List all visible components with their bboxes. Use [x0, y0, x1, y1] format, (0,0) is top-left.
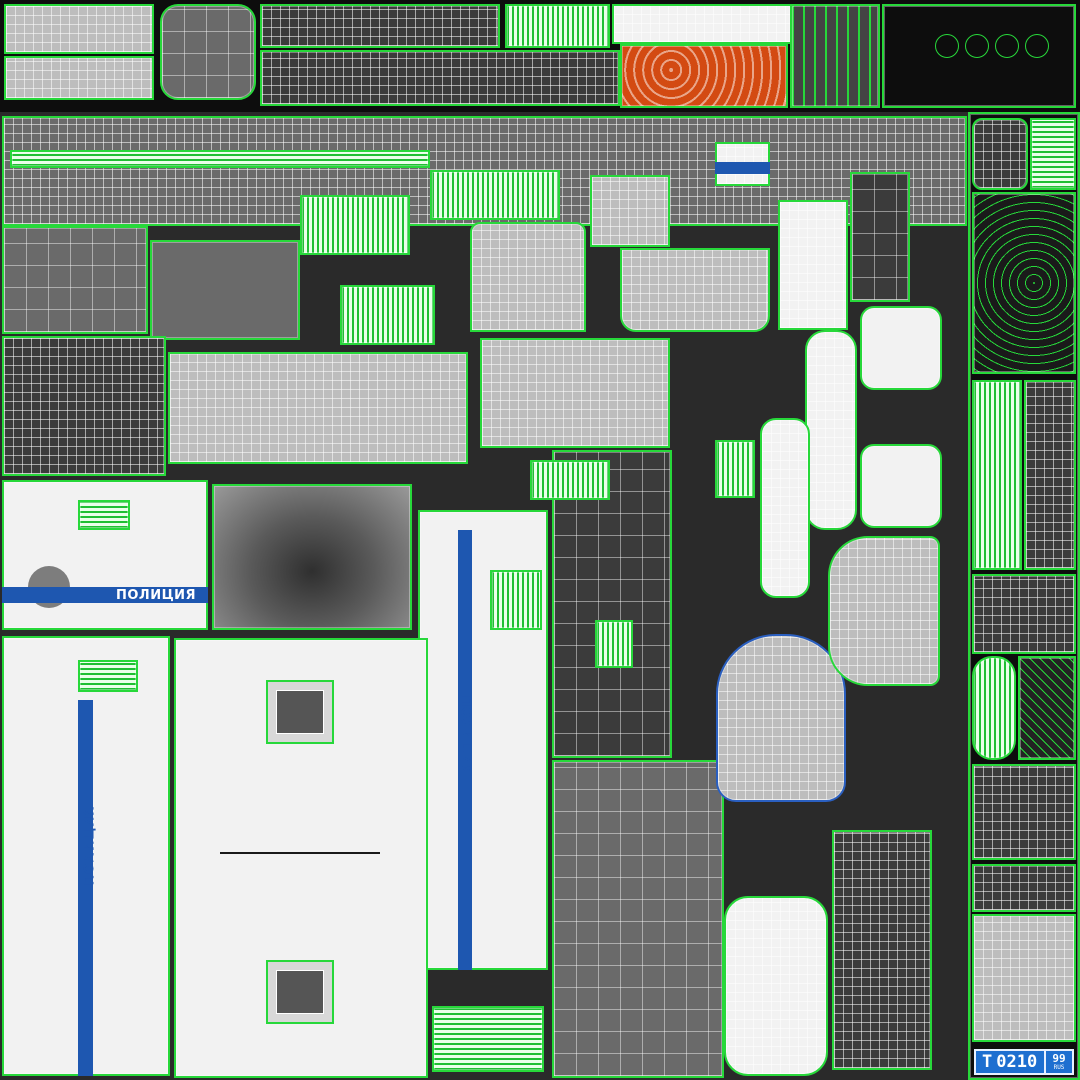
bolt-icon	[965, 34, 989, 58]
plate-country: RUS	[1053, 1064, 1065, 1071]
roof-rail	[10, 150, 430, 168]
right-part-9	[972, 764, 1076, 860]
mid-vent-2	[595, 620, 633, 668]
right-part-2	[1030, 118, 1076, 190]
grille-part	[850, 172, 910, 302]
fender-panel	[168, 352, 468, 464]
top-part-8	[790, 4, 880, 108]
rear-door-stripe	[458, 530, 472, 970]
right-part-7	[972, 656, 1016, 760]
rear-door-label: ПОЛИЦИЯ	[457, 695, 473, 776]
right-part-10	[972, 864, 1076, 912]
mid-vent-4	[530, 460, 610, 500]
cabin-wall	[552, 450, 672, 758]
door-inner	[480, 338, 670, 448]
roof-hatch-top	[266, 680, 334, 744]
top-part-3	[160, 4, 256, 100]
bolt-icon	[1025, 34, 1049, 58]
side-panel-label: ПОЛИЦИЯ	[116, 588, 197, 603]
top-part-1	[4, 4, 154, 54]
mirror-part	[805, 330, 857, 530]
right-part-6	[972, 574, 1076, 654]
roof-hatch-bottom	[266, 960, 334, 1024]
mirror-part-2	[760, 418, 810, 598]
bottom-vent	[432, 1006, 544, 1072]
top-part-2	[4, 56, 154, 100]
side-blue-stripe	[2, 587, 208, 603]
light-bar-blue	[715, 162, 770, 174]
top-part-4	[260, 4, 500, 48]
windshield	[716, 634, 846, 802]
glass-panel	[212, 484, 412, 630]
mid-vent-1	[490, 570, 542, 630]
side-panel-upper	[150, 240, 300, 340]
top-part-5	[260, 50, 620, 106]
right-part-1	[972, 118, 1028, 190]
hood-panel	[2, 336, 166, 476]
bolt-icon	[995, 34, 1019, 58]
front-door-label: ПОЛИЦИЯ	[82, 805, 98, 886]
side-vent	[78, 500, 130, 530]
bolt-icon	[935, 34, 959, 58]
roof-vent	[430, 170, 560, 220]
door-trim	[340, 285, 435, 345]
door-handle	[78, 660, 138, 692]
dashboard-panel	[620, 248, 770, 332]
floor-panel	[552, 760, 724, 1078]
front-door-stripe	[78, 700, 93, 1076]
pedal-part	[832, 830, 932, 1070]
plate-region: 99	[1052, 1052, 1066, 1065]
plate-region-box: 99 RUS	[1044, 1051, 1072, 1073]
windshield-part	[778, 200, 848, 330]
plate-number: 0210	[996, 1052, 1038, 1072]
lamp-housing-top	[860, 306, 942, 390]
seat-frame	[470, 222, 586, 332]
right-part-3	[972, 192, 1076, 374]
lamp-housing-bottom	[860, 444, 942, 528]
dashboard-part	[590, 175, 670, 247]
mid-vent-3	[715, 440, 755, 498]
hood-curve	[828, 536, 940, 686]
roof-seam	[220, 852, 380, 854]
orange-atlas-block	[620, 44, 788, 108]
right-part-5	[1024, 380, 1076, 570]
right-part-4	[972, 380, 1022, 570]
top-part-7	[612, 4, 792, 44]
license-plate: Т 0210 99 RUS	[974, 1049, 1074, 1075]
roof-vent-2	[300, 195, 410, 255]
bumper-part	[724, 896, 828, 1076]
top-part-6	[505, 4, 610, 48]
plate-letter: Т	[982, 1052, 993, 1072]
right-part-11	[972, 914, 1076, 1042]
right-part-8	[1018, 656, 1076, 760]
side-panel-upper-left	[2, 226, 148, 334]
